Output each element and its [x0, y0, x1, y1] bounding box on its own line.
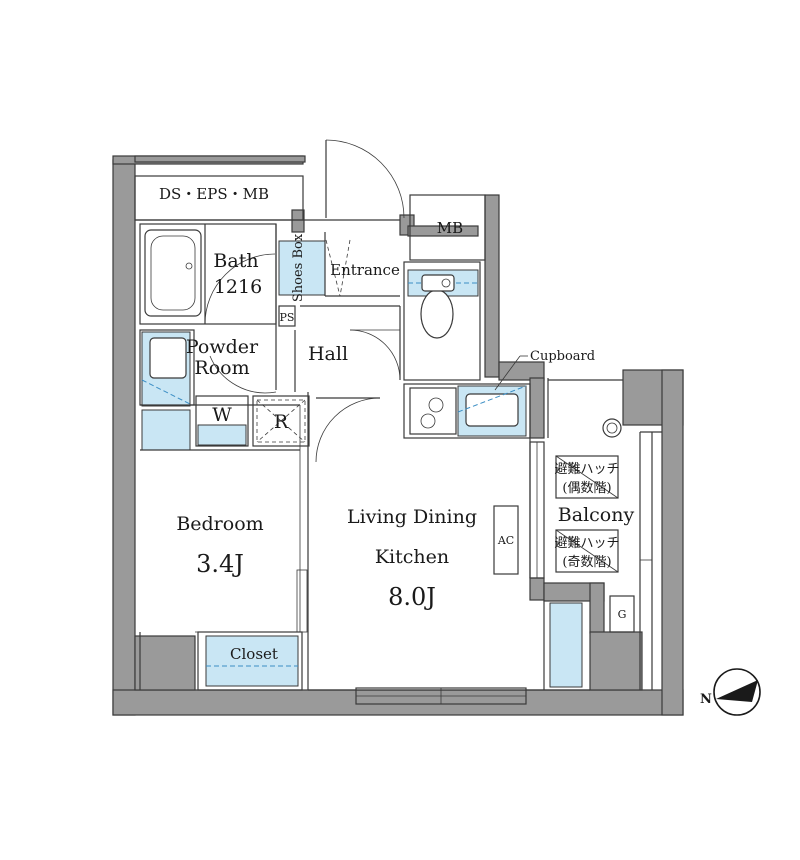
label-bath: Bath: [213, 250, 258, 272]
label-entrance: Entrance: [330, 261, 400, 279]
label-hatch-odd-1: 避難ハッチ: [554, 536, 619, 551]
label-powder-room-2: Room: [194, 357, 249, 379]
label-ldk-size: 8.0J: [388, 583, 436, 611]
label-closet: Closet: [230, 645, 278, 663]
label-balcony: Balcony: [558, 504, 635, 526]
label-bath-size: 1216: [214, 276, 262, 298]
label-mb: MB: [437, 219, 463, 237]
label-gas-meter: G: [618, 608, 627, 621]
label-powder-room-1: Powder: [186, 336, 259, 358]
label-washer: W: [212, 404, 232, 426]
label-ac: AC: [497, 534, 514, 547]
label-hatch-odd-2: (奇数階): [562, 554, 611, 570]
label-bedroom-size: 3.4J: [196, 550, 244, 578]
label-hall: Hall: [308, 343, 348, 365]
compass-icon: N: [700, 668, 761, 716]
label-bedroom: Bedroom: [176, 513, 263, 535]
label-ds-eps-mb: DS・EPS・MB: [159, 185, 269, 203]
label-ps: PS: [280, 311, 295, 324]
interior-walls: [134, 139, 662, 705]
label-hatch-even-2: (偶数階): [562, 481, 611, 496]
label-fridge: R: [274, 411, 289, 433]
label-ldk-1: Living Dining: [347, 506, 477, 528]
compass-north-label: N: [700, 692, 712, 707]
label-cupboard: Cupboard: [530, 349, 595, 364]
label-hatch-even-1: 避難ハッチ: [554, 462, 619, 477]
label-shoes-box: Shoes Box: [291, 233, 306, 302]
exterior-walls: [112, 155, 684, 716]
label-ldk-2: Kitchen: [375, 546, 449, 568]
